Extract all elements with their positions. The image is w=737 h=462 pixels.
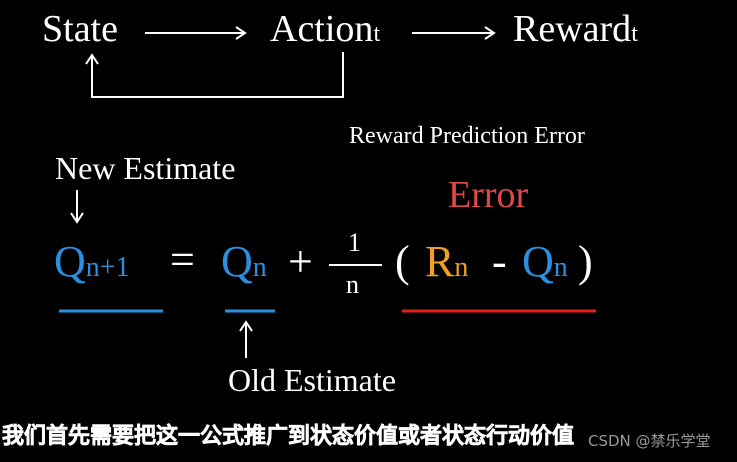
r-term: Rn bbox=[425, 240, 468, 284]
state-label: State bbox=[42, 8, 118, 50]
right-paren: ) bbox=[578, 237, 593, 286]
action-subscript: t bbox=[373, 21, 381, 47]
q-new-symbol: Q bbox=[54, 237, 86, 286]
old-estimate-label: Old Estimate bbox=[228, 362, 396, 398]
arrow-action-to-reward bbox=[412, 26, 496, 40]
rpe-label: Reward Prediction Error bbox=[349, 123, 585, 149]
plus-sign: + bbox=[288, 237, 313, 286]
action-label: Actiont bbox=[270, 10, 380, 48]
new-estimate-label: New Estimate bbox=[55, 150, 236, 186]
q-new-subscript: n+1 bbox=[85, 252, 130, 283]
watermark: CSDN @禁乐学堂 bbox=[588, 432, 711, 450]
reward-text: Reward bbox=[513, 8, 632, 50]
fraction-denominator: n bbox=[346, 270, 359, 299]
q-new-term: Qn+1 bbox=[54, 240, 130, 284]
feedback-loop-arrow bbox=[85, 52, 344, 98]
r-subscript: n bbox=[454, 252, 469, 283]
q-old-subscript: n bbox=[252, 252, 267, 283]
subtitle-caption: 我们首先需要把这一公式推广到状态价值或者状态行动价值 bbox=[2, 424, 575, 450]
reward-label: Rewardt bbox=[513, 10, 638, 48]
q-old-term: Qn bbox=[221, 240, 267, 284]
reward-subscript: t bbox=[631, 21, 638, 47]
action-text: Action bbox=[270, 8, 374, 50]
error-label: Error bbox=[448, 174, 529, 216]
arrow-state-to-action bbox=[145, 26, 247, 40]
new-estimate-arrow bbox=[70, 190, 84, 224]
minus-sign: - bbox=[492, 237, 507, 286]
old-estimate-arrow bbox=[239, 320, 253, 358]
fraction-numerator: 1 bbox=[348, 228, 361, 257]
q-err-subscript: n bbox=[553, 252, 568, 283]
q-err-term: Qn bbox=[522, 240, 568, 284]
equals-sign: = bbox=[170, 235, 195, 284]
r-symbol: R bbox=[425, 237, 455, 286]
q-err-symbol: Q bbox=[522, 237, 554, 286]
q-old-symbol: Q bbox=[221, 237, 253, 286]
left-paren: ( bbox=[395, 237, 410, 286]
